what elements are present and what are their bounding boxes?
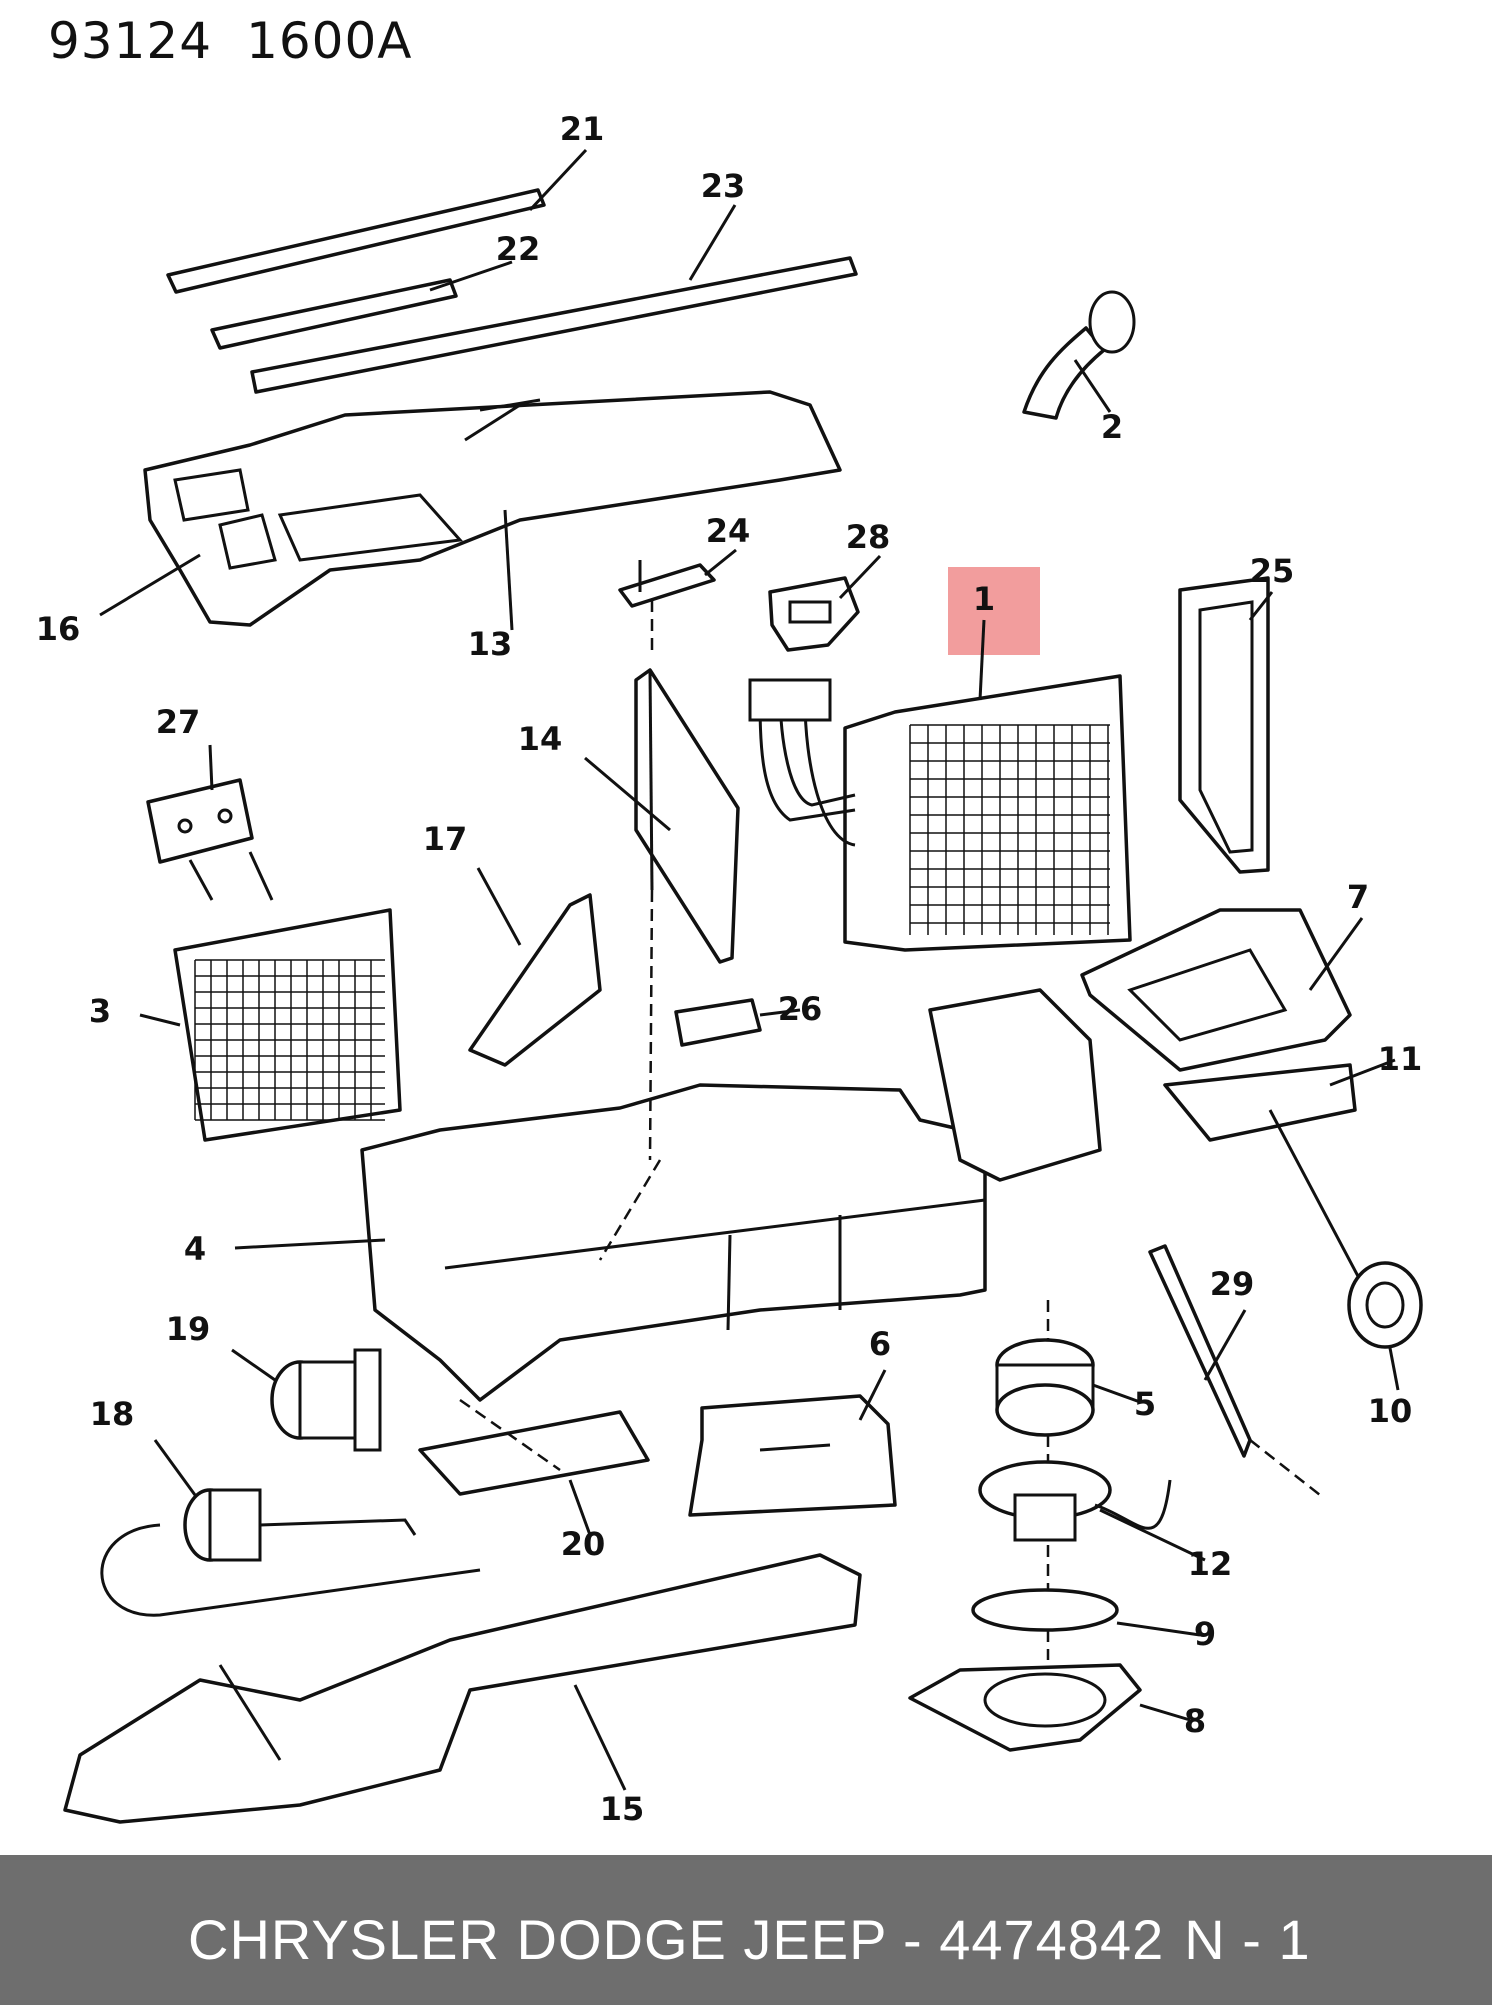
leader-line-2 [1073, 359, 1112, 413]
leader-line-12 [1099, 1508, 1206, 1562]
leader-line-14 [584, 756, 671, 832]
duct-elbow-2 [1022, 290, 1136, 420]
exploded-parts-diagram: 1234567891011121314151617181920212223242… [36, 110, 1423, 1828]
leader-line-1 [978, 619, 986, 701]
leader-line-4 [234, 1238, 386, 1250]
resistor-27 [146, 778, 274, 901]
callout-24: 24 [706, 512, 751, 550]
diagram-code-left: 93124 [48, 12, 213, 70]
callout-23: 23 [701, 167, 746, 205]
bracket-20 [418, 1410, 650, 1496]
callout-14: 14 [518, 720, 563, 758]
callout-28: 28 [846, 518, 891, 556]
callout-21: 21 [560, 110, 605, 148]
bracket-6 [688, 1394, 897, 1517]
callout-8: 8 [1184, 1702, 1206, 1740]
leader-line-6 [858, 1369, 887, 1421]
leader-line-17 [476, 867, 522, 946]
vacuum-actuator-10 [1347, 1261, 1423, 1349]
housing-cover-16 [143, 390, 842, 627]
leader-line-16 [99, 553, 201, 617]
actuator-arm-11 [1163, 1063, 1362, 1281]
heater-core-1 [748, 674, 1132, 952]
seal-frame-25 [1178, 576, 1270, 874]
callout-11: 11 [1378, 1040, 1423, 1078]
callout-18: 18 [90, 1395, 135, 1433]
callout-25: 25 [1250, 552, 1295, 590]
highlight-box [948, 567, 1040, 655]
connector-28 [768, 576, 860, 652]
leader-line-25 [1248, 591, 1274, 621]
leader-line-19 [231, 1348, 276, 1382]
callout-26: 26 [778, 990, 823, 1028]
seal-ring-9 [971, 1588, 1119, 1632]
callout-2: 2 [1101, 408, 1123, 446]
leader-line-11 [1329, 1058, 1396, 1087]
leader-line-28 [838, 554, 882, 600]
vacuum-actuator-18 [100, 1488, 481, 1617]
leader-line-26 [759, 1008, 801, 1017]
footer-text: CHRYSLER DODGE JEEP - 4474842 N - 1 [188, 1907, 1331, 1972]
callout-3: 3 [89, 992, 111, 1030]
seal-strip-21 [166, 188, 546, 294]
footer-quantity: N - 1 [1184, 1908, 1311, 1971]
leader-line-9 [1116, 1621, 1201, 1637]
leader-line-21 [528, 148, 588, 212]
callout-6: 6 [869, 1325, 891, 1363]
callout-22: 22 [496, 230, 541, 268]
diagram-code-right: 1600A [246, 12, 413, 70]
callout-29: 29 [1210, 1265, 1255, 1303]
leader-line-22 [429, 260, 513, 292]
duct-15 [63, 1553, 862, 1824]
callout-7: 7 [1347, 878, 1369, 916]
blend-door-17 [468, 893, 602, 1067]
leader-line-18 [153, 1439, 197, 1496]
callout-10: 10 [1368, 1392, 1413, 1430]
callout-9: 9 [1194, 1615, 1216, 1653]
core3-grid [194, 959, 385, 1121]
callout-layer: 1234567891011121314151617181920212223242… [36, 110, 1423, 1828]
leader-line-3 [139, 1013, 181, 1027]
leader-line-29 [1203, 1309, 1247, 1381]
callout-4: 4 [184, 1230, 206, 1268]
seal-strip-23 [250, 256, 858, 394]
vacuum-actuator-19 [270, 1348, 382, 1452]
leader-line-8 [1139, 1703, 1191, 1722]
leader-line-7 [1308, 917, 1364, 991]
main-housing-4 [360, 1083, 987, 1402]
callout-16: 16 [36, 610, 81, 648]
leader-line-5 [1092, 1383, 1141, 1404]
leader-line-20 [568, 1479, 592, 1536]
callout-19: 19 [166, 1310, 211, 1348]
footer-brand-part: CHRYSLER DODGE JEEP - 4474842 [188, 1908, 1165, 1971]
bracket-24 [618, 560, 716, 608]
blower-cover-7 [928, 908, 1352, 1182]
callout-13: 13 [468, 625, 513, 663]
heater-core-3 [173, 908, 402, 1142]
leader-line-13 [503, 509, 514, 631]
leader-line-24 [704, 548, 737, 577]
callout-17: 17 [423, 820, 468, 858]
leader-line-15 [573, 1684, 627, 1791]
blower-housing-8 [908, 1663, 1142, 1752]
footer-banner: CHRYSLER DODGE JEEP - 4474842 N - 1 [0, 1855, 1492, 2005]
diagram-header: 93124 1600A [48, 12, 447, 70]
blower-wheel-5 [995, 1338, 1095, 1437]
core-grid [909, 724, 1110, 935]
filter-14 [634, 668, 740, 964]
leader-line-27 [208, 744, 214, 791]
callout-27: 27 [156, 703, 201, 741]
label-26 [674, 998, 762, 1047]
callout-1: 1 [973, 580, 995, 618]
callout-12: 12 [1188, 1545, 1233, 1583]
callout-20: 20 [561, 1525, 606, 1563]
blower-motor-12 [978, 1460, 1172, 1542]
leader-line-10 [1388, 1347, 1400, 1391]
seal-strip-22 [210, 278, 458, 350]
leader-line-23 [688, 204, 737, 281]
callout-5: 5 [1134, 1385, 1156, 1423]
callout-15: 15 [600, 1790, 645, 1828]
